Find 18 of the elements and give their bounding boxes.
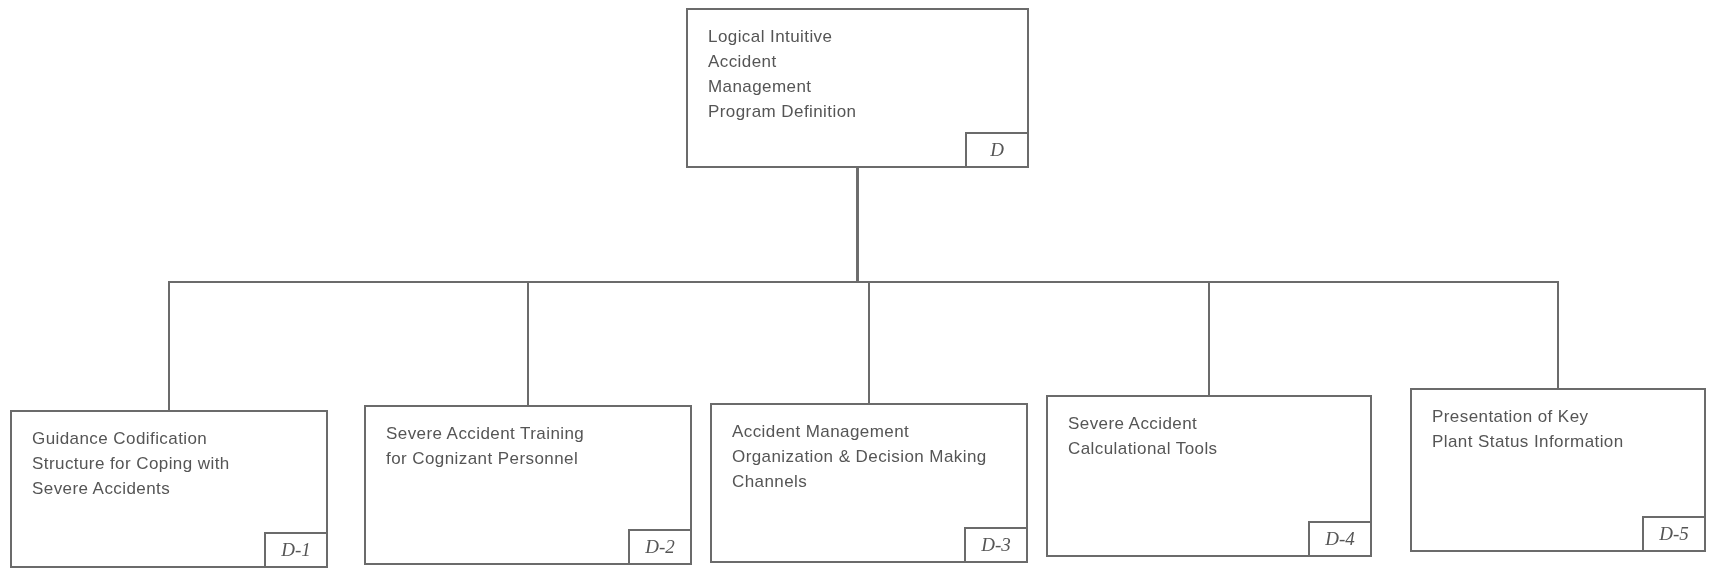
box-label: Accident Management Organization & Decision Making Channels — [732, 421, 988, 493]
process-box — [1410, 388, 1706, 552]
process-box — [364, 405, 692, 565]
box-label: Guidance Codification Structure for Coping with Severe Accidents — [32, 428, 231, 500]
process-box — [1046, 395, 1372, 557]
process-box — [686, 8, 1029, 168]
process-box — [710, 403, 1028, 563]
box-label: Severe Accident Training for Cognizant Personnel — [386, 423, 586, 470]
id-tag: D — [965, 132, 1027, 166]
id-tag: D-3 — [964, 527, 1026, 561]
id-tag: D-2 — [628, 529, 690, 563]
id-tag: D-5 — [1642, 516, 1704, 550]
id-tag: D-4 — [1308, 521, 1370, 555]
box-label: Severe Accident Calculational Tools — [1068, 413, 1219, 460]
id-tag: D-1 — [264, 532, 326, 566]
box-label: Logical Intuitive Accident Management Program Definition — [708, 26, 858, 123]
process-box — [10, 410, 328, 568]
box-label: Presentation of Key Plant Status Information — [1432, 406, 1625, 453]
